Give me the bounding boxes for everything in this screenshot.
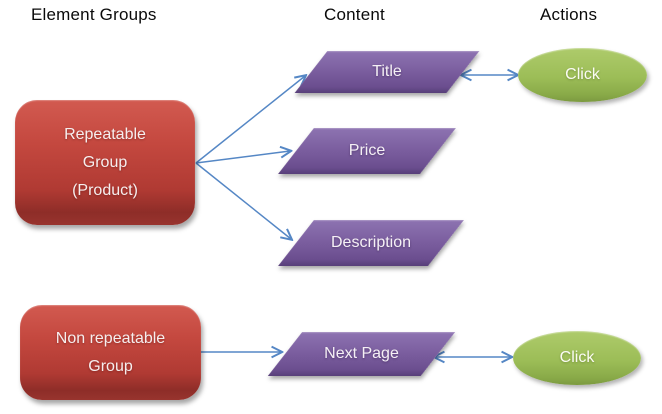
- column-header-content: Content: [324, 5, 385, 24]
- node-label: Click: [565, 66, 600, 83]
- node-label-line: Group: [82, 153, 128, 171]
- node-label: Click: [559, 349, 595, 366]
- node-action-click-2: Click: [513, 331, 641, 385]
- node-label-line: Non repeatable: [55, 329, 166, 347]
- node-content-title: Title: [294, 51, 480, 93]
- column-header-element-groups: Element Groups: [31, 5, 157, 24]
- node-action-click-1: Click: [518, 48, 647, 102]
- node-content-next-page: Next Page: [267, 332, 456, 376]
- column-header-actions: Actions: [540, 5, 598, 24]
- node-content-price: Price: [278, 128, 456, 174]
- arrow-repeatable-to-title: [195, 76, 305, 164]
- node-label-line: Group: [88, 357, 133, 375]
- arrow-repeatable-to-description: [195, 162, 291, 239]
- node-repeatable-group: Repeatable Group (Product): [15, 100, 195, 225]
- node-label-line: (Product): [72, 181, 138, 199]
- node-label-line: Repeatable: [64, 125, 146, 143]
- node-label: Title: [372, 63, 402, 80]
- arrow-repeatable-to-price: [195, 151, 290, 164]
- node-nonrepeatable-group: Non repeatable Group: [20, 305, 201, 400]
- node-label: Price: [348, 142, 386, 159]
- node-label: Next Page: [324, 345, 399, 362]
- node-label: Description: [330, 234, 412, 251]
- node-content-description: Description: [278, 220, 464, 266]
